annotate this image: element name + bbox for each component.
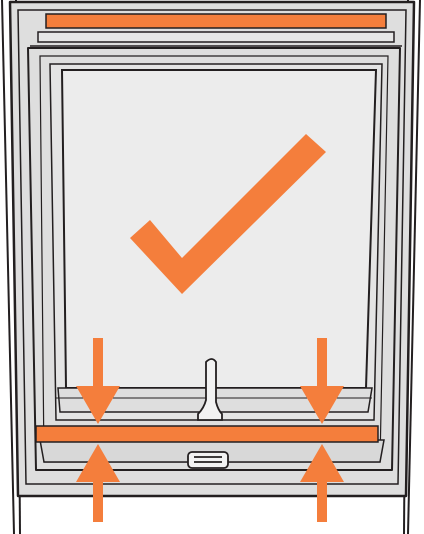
checkmark-icon [130,134,326,294]
bottom-seal-strip [35,425,379,443]
window-handle-icon [187,358,229,469]
arrow-icon-group [76,338,344,522]
arrow-icon [76,444,120,522]
bottom-rail [39,387,385,463]
arrow-icon [76,338,120,424]
arrow-icon [300,444,344,522]
sash-header [30,31,402,47]
arrow-icon [300,338,344,424]
top-seal-strip [45,13,387,29]
